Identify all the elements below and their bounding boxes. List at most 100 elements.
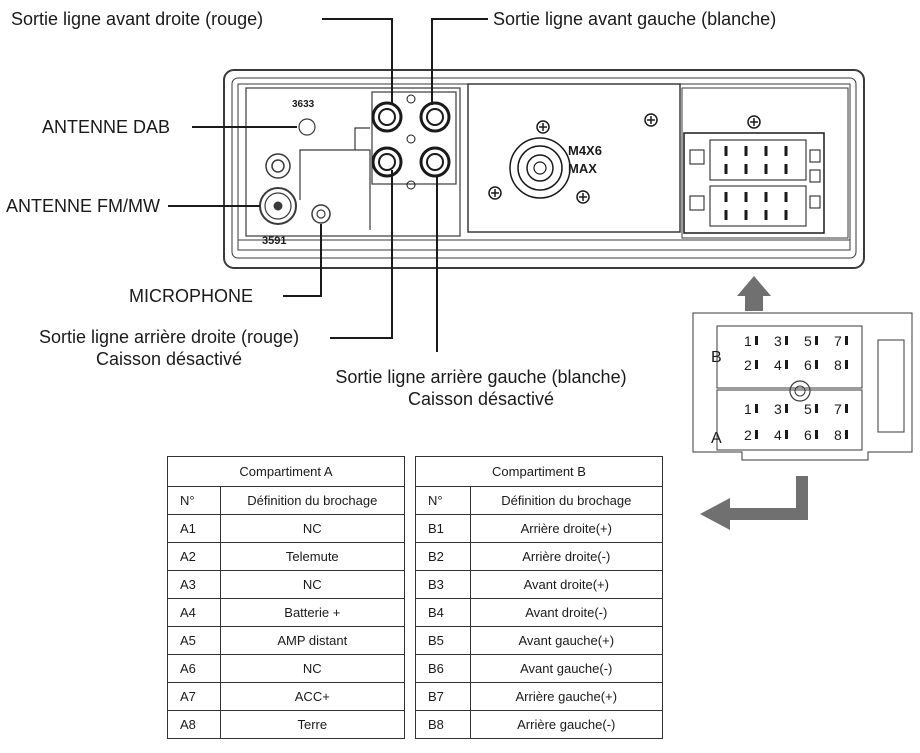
unit-code-bottom: 3591 [262, 235, 286, 247]
pin-definition: AMP distant [219, 626, 406, 655]
connector-pin-mark [785, 336, 788, 345]
connector-pin-mark [845, 404, 848, 413]
connector-pin-mark [785, 404, 788, 413]
pin-definition: Avant gauche(+) [469, 626, 664, 655]
microphone-socket [311, 204, 331, 224]
connector-pin-label: 4 [774, 357, 782, 373]
pin-number: B2 [415, 542, 471, 571]
screw-marking-2: MAX [568, 161, 597, 176]
screw-icon [488, 113, 761, 204]
pin-definition: Arrière droite(-) [469, 542, 664, 571]
table-a-col-definition: Définition du brochage [219, 486, 406, 515]
table-b-col-definition: Définition du brochage [469, 486, 664, 515]
connector-pin-label: 8 [834, 357, 842, 373]
label-front-right-output: Sortie ligne avant droite (rouge) [11, 9, 264, 29]
pin-definition: NC [219, 514, 406, 543]
center-plate [509, 137, 571, 199]
pinout-table-b: Compartiment B N° Définition du brochage… [415, 456, 664, 739]
connector-pin-label: 6 [804, 427, 812, 443]
pin-number: A6 [167, 654, 221, 683]
pin-number: B3 [415, 570, 471, 599]
radio-unit [223, 69, 865, 269]
pin-definition: Avant gauche(-) [469, 654, 664, 683]
connector-row-b-label: B [711, 349, 722, 366]
pin-number: A7 [167, 682, 221, 711]
connector-pin-label: 7 [834, 333, 842, 349]
table-b-title: Compartiment B [415, 456, 663, 487]
connector-pin-label: 3 [774, 333, 782, 349]
pin-number: B7 [415, 682, 471, 711]
connector-pin-mark [815, 430, 818, 439]
label-fm-antenna: ANTENNE FM/MW [6, 196, 160, 216]
connector-pin-mark [755, 430, 758, 439]
pin-number: A3 [167, 570, 221, 599]
arrow-up-icon [737, 276, 771, 311]
connector-pin-label: 5 [804, 401, 812, 417]
pin-definition: Batterie + [219, 598, 406, 627]
table-b-col-number: N° [415, 486, 471, 515]
pin-number: A4 [167, 598, 221, 627]
pin-number: A2 [167, 542, 221, 571]
unit-code-top: 3633 [292, 99, 315, 110]
internal-wire [299, 127, 371, 230]
dab-antenna-socket [298, 118, 316, 136]
pin-definition: Avant droite(-) [469, 598, 664, 627]
connector-pin-mark [815, 360, 818, 369]
pin-number: B4 [415, 598, 471, 627]
pinout-table-a: Compartiment A N° Définition du brochage… [167, 456, 406, 739]
screw-marking-1: M4X6 [568, 143, 602, 158]
label-rear-right-output: Sortie ligne arrière droite (rouge) Cais… [8, 326, 330, 370]
pin-number: B6 [415, 654, 471, 683]
connector-pin-label: 7 [834, 401, 842, 417]
label-rear-left-output-note: Caisson désactivé [407, 389, 555, 409]
connector-pin-mark [815, 404, 818, 413]
label-rear-right-output-title: Sortie ligne arrière droite (rouge) [38, 327, 300, 347]
pin-definition: Avant droite(+) [469, 570, 664, 599]
label-rear-left-output: Sortie ligne arrière gauche (blanche) Ca… [306, 366, 656, 410]
label-rear-left-output-title: Sortie ligne arrière gauche (blanche) [335, 367, 627, 387]
connector-pin-mark [815, 336, 818, 345]
connector-pin-label: 8 [834, 427, 842, 443]
connector-pin-mark [785, 360, 788, 369]
pin-number: A1 [167, 514, 221, 543]
pin-definition: NC [219, 654, 406, 683]
pin-number: B5 [415, 626, 471, 655]
table-a-title: Compartiment A [167, 456, 405, 487]
connector-pin-mark [755, 404, 758, 413]
connector-pin-label: 3 [774, 401, 782, 417]
connector-pin-label: 4 [774, 427, 782, 443]
pin-definition: Arrière gauche(+) [469, 682, 664, 711]
label-dab-antenna: ANTENNE DAB [42, 117, 171, 137]
connector-pin-mark [845, 336, 848, 345]
connector-detail [692, 312, 913, 461]
pin-definition: Terre [219, 710, 406, 739]
pin-number: A5 [167, 626, 221, 655]
arrow-bent-left-icon [700, 476, 808, 530]
iso-connector-on-unit [683, 132, 825, 234]
connector-pin-label: 5 [804, 333, 812, 349]
connector-pin-mark [845, 430, 848, 439]
table-a-col-number: N° [167, 486, 221, 515]
rca-block [371, 91, 457, 190]
pin-definition: Arrière gauche(-) [469, 710, 664, 739]
pin-number: B1 [415, 514, 471, 543]
